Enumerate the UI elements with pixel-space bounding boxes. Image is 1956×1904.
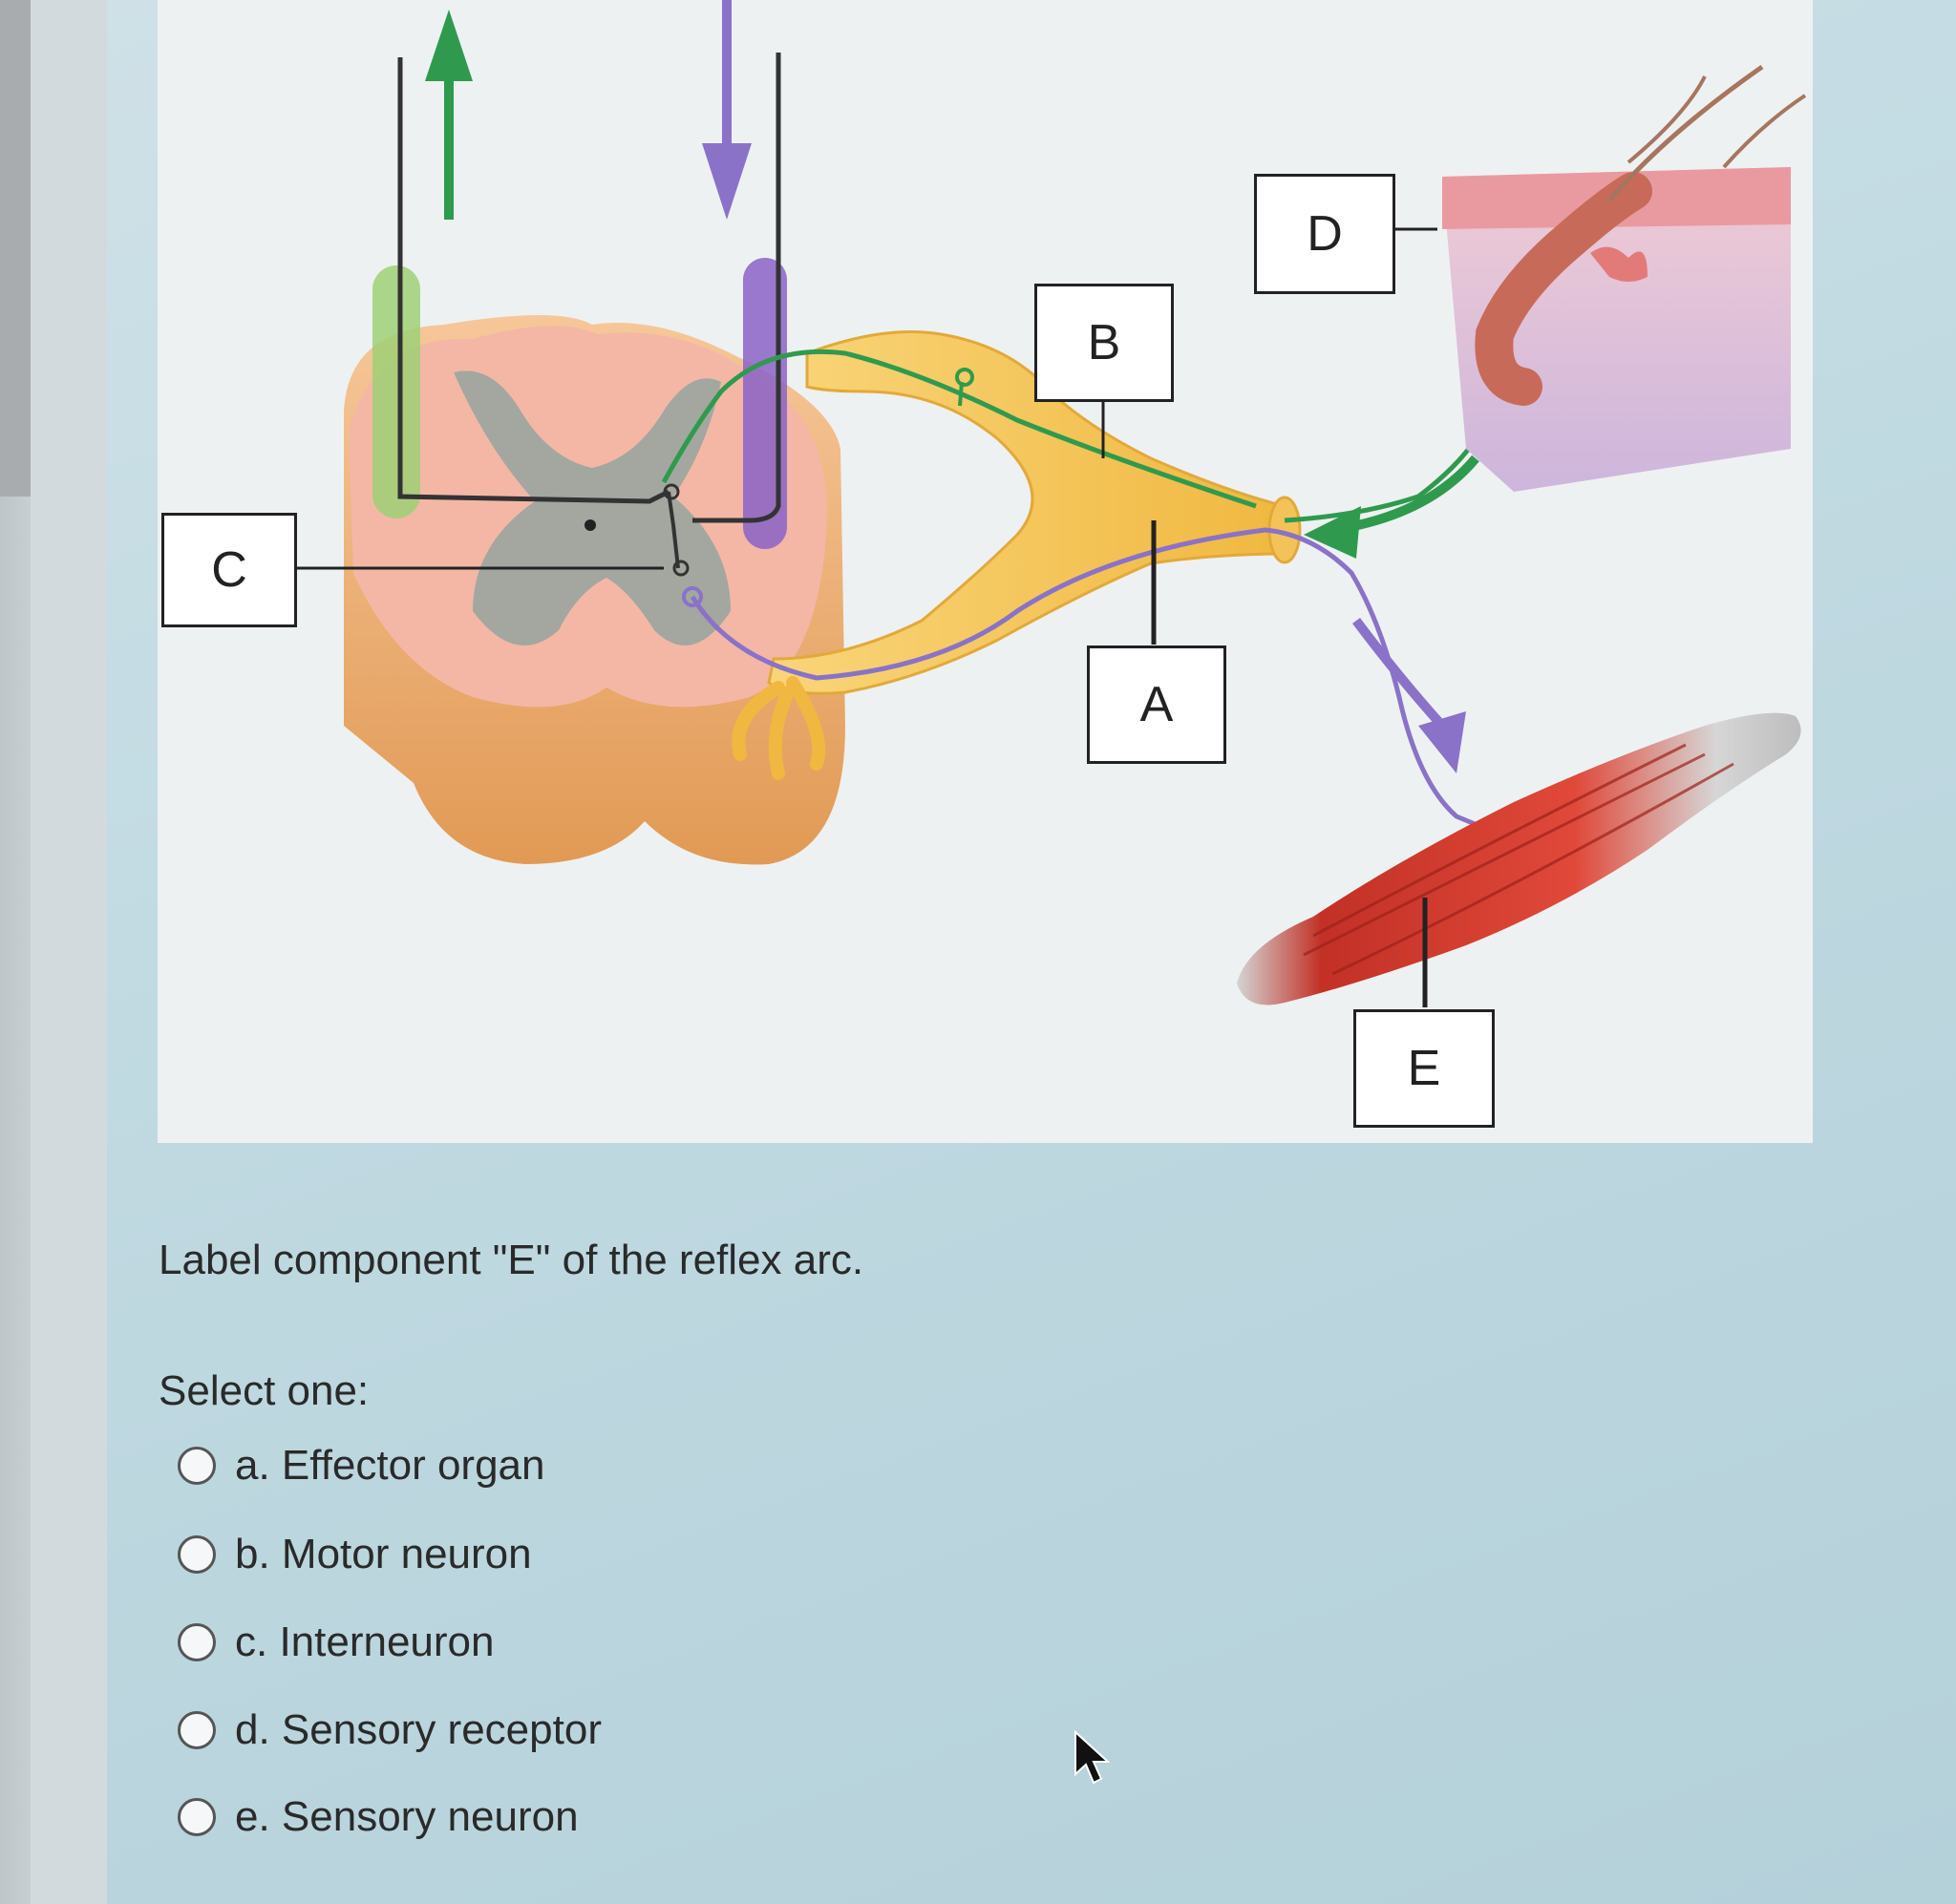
option-b[interactable]: b. Motor neuron — [178, 1526, 532, 1583]
descending-arrow — [702, 0, 752, 220]
reflex-arc-figure: C B A D E — [158, 0, 1813, 1143]
reflex-arc-illustration — [296, 0, 1807, 1007]
label-a-text: A — [1139, 677, 1174, 732]
mouse-cursor-icon — [1074, 1730, 1111, 1785]
sensory-direction-arrow — [1304, 455, 1479, 559]
label-box-a: A — [1087, 645, 1226, 764]
radio-d[interactable] — [178, 1711, 216, 1749]
ascending-arrow — [425, 10, 473, 220]
label-box-c: C — [161, 513, 297, 627]
radio-a[interactable] — [178, 1447, 216, 1485]
label-box-e: E — [1353, 1009, 1495, 1128]
left-panel-edge — [0, 0, 31, 497]
label-box-d: D — [1254, 174, 1395, 294]
radio-e[interactable] — [178, 1798, 216, 1836]
question-prompt: Label component "E" of the reflex arc. — [159, 1237, 864, 1283]
radio-c[interactable] — [178, 1623, 216, 1661]
option-e[interactable]: e. Sensory neuron — [178, 1788, 579, 1846]
label-e-text: E — [1407, 1041, 1441, 1096]
option-e-label: e. Sensory neuron — [235, 1793, 579, 1840]
label-b-text: B — [1087, 315, 1121, 370]
label-c-text: C — [211, 542, 247, 598]
motor-direction-arrow — [1352, 617, 1466, 773]
spinal-cord — [344, 258, 845, 865]
option-a-label: a. Effector organ — [235, 1442, 545, 1489]
spinal-nerve — [732, 330, 1302, 780]
radio-b[interactable] — [178, 1535, 216, 1574]
select-one-instruction: Select one: — [159, 1367, 370, 1414]
label-d-text: D — [1307, 206, 1343, 262]
interneuron — [663, 483, 690, 577]
left-sidebar-strip — [31, 0, 107, 1904]
ascending-tract — [372, 265, 420, 518]
skin-receptor — [1442, 64, 1807, 492]
option-c-label: c. Interneuron — [235, 1618, 495, 1665]
muscle-effector — [1237, 712, 1801, 1005]
label-box-b: B — [1034, 284, 1174, 402]
option-d[interactable]: d. Sensory receptor — [178, 1702, 602, 1759]
option-d-label: d. Sensory receptor — [235, 1706, 602, 1753]
option-c[interactable]: c. Interneuron — [178, 1614, 495, 1671]
option-b-label: b. Motor neuron — [235, 1531, 532, 1577]
option-a[interactable]: a. Effector organ — [178, 1437, 545, 1494]
